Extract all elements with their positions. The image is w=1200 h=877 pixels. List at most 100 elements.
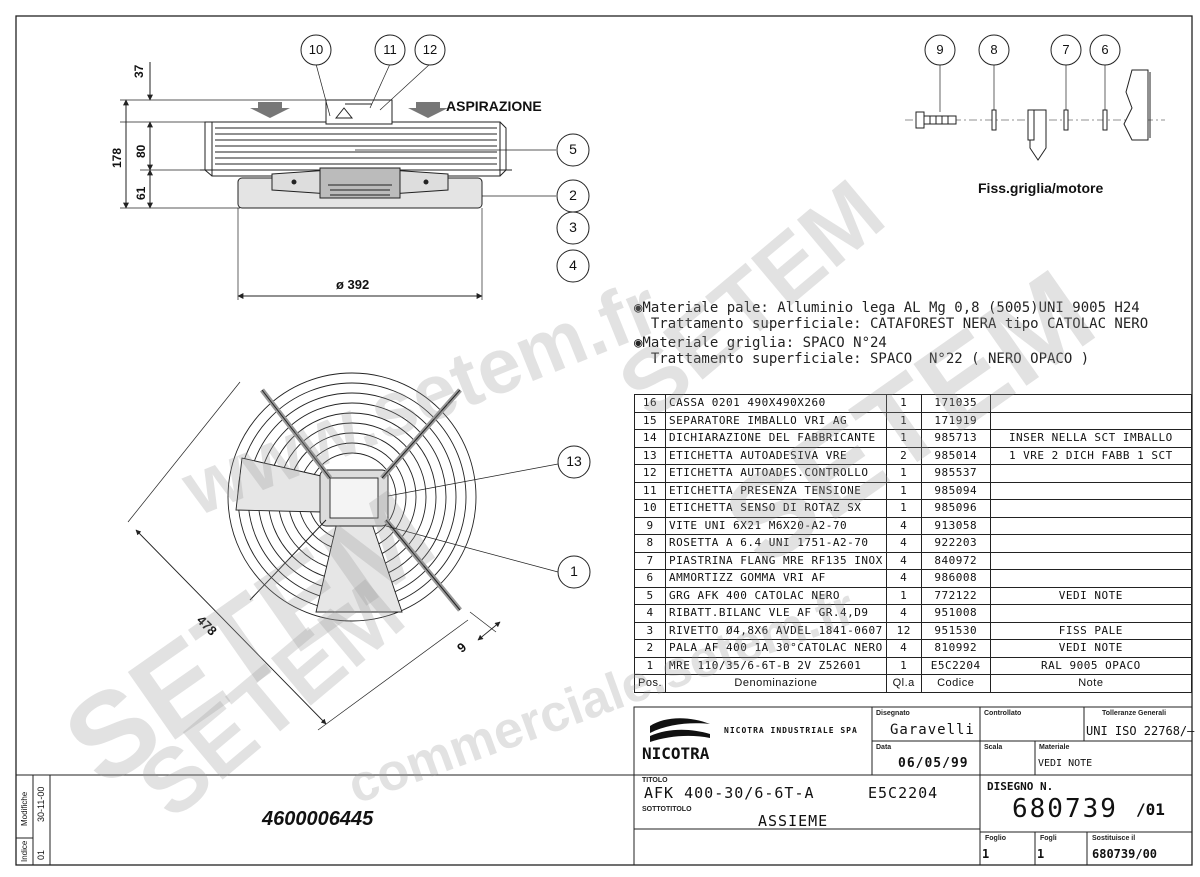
value-codice: E5C2204 bbox=[868, 784, 939, 802]
nicotra-logo bbox=[650, 718, 710, 742]
cell-denominazione: GRG AFK 400 CATOLAC NERO bbox=[665, 586, 887, 605]
cell-pos: 14 bbox=[633, 429, 667, 448]
value-sottotitolo: ASSIEME bbox=[758, 812, 829, 830]
cell-note bbox=[989, 569, 1193, 588]
cell-pos: 5 bbox=[633, 586, 667, 605]
cell-quantita: 1 bbox=[885, 394, 922, 413]
dim-61: 61 bbox=[134, 186, 148, 200]
header-note: Note bbox=[989, 674, 1193, 693]
cell-pos: 10 bbox=[633, 499, 667, 518]
modification-date: 30-11-00 bbox=[36, 786, 46, 822]
dim-37: 37 bbox=[132, 64, 146, 78]
cell-pos: 7 bbox=[633, 551, 667, 570]
label-sottotitolo: SOTTOTITOLO bbox=[642, 806, 692, 813]
cell-quantita: 1 bbox=[885, 411, 922, 430]
cell-quantita: 1 bbox=[885, 586, 922, 605]
label-fogli: Fogli bbox=[1040, 835, 1057, 842]
header-pos: Pos. bbox=[633, 674, 667, 693]
front-view bbox=[127, 372, 559, 731]
label-controllato: Controllato bbox=[984, 710, 1022, 717]
side-view bbox=[120, 62, 556, 300]
cell-pos: 4 bbox=[633, 604, 667, 623]
cell-note bbox=[989, 464, 1193, 483]
cell-note: 1 VRE 2 DICH FABB 1 SCT bbox=[989, 446, 1193, 465]
cell-quantita: 1 bbox=[885, 499, 922, 518]
label-modifiche: Modifiche bbox=[20, 791, 29, 826]
cell-codice: 171035 bbox=[920, 394, 991, 413]
cell-quantita: 2 bbox=[885, 446, 922, 465]
cell-quantita: 1 bbox=[885, 656, 922, 675]
side-view-balloons bbox=[300, 34, 590, 283]
label-titolo: TITOLO bbox=[642, 777, 668, 784]
note-line-3: ◉Materiale griglia: SPACO N°24 bbox=[634, 335, 887, 351]
cell-codice: 985713 bbox=[920, 429, 991, 448]
title-block-frame bbox=[15, 706, 1193, 866]
modification-index: 01 bbox=[36, 849, 46, 860]
value-foglio: 1 bbox=[982, 847, 990, 861]
label-sostituisce: Sostituisce il bbox=[1092, 835, 1136, 842]
cell-quantita: 4 bbox=[885, 551, 922, 570]
cell-note bbox=[989, 551, 1193, 570]
cell-note bbox=[989, 516, 1193, 535]
value-titolo: AFK 400-30/6-6T-A bbox=[644, 784, 815, 802]
balloon-1: 1 bbox=[570, 563, 578, 579]
cell-pos: 6 bbox=[633, 569, 667, 588]
value-data: 06/05/99 bbox=[898, 756, 969, 771]
header-denominazione: Denominazione bbox=[665, 674, 887, 693]
cell-denominazione: PIASTRINA FLANG MRE RF135 INOX bbox=[665, 551, 887, 570]
note-line-4: Trattamento superficiale: SPACO N°22 ( N… bbox=[634, 351, 1090, 367]
cell-pos: 16 bbox=[633, 394, 667, 413]
cell-note bbox=[989, 411, 1193, 430]
balloon-5: 5 bbox=[569, 141, 577, 157]
cell-note bbox=[989, 499, 1193, 518]
label-disegno-n: DISEGNO N. bbox=[987, 780, 1054, 793]
cell-codice: 985014 bbox=[920, 446, 991, 465]
value-disegno-n: 680739 bbox=[1012, 794, 1118, 824]
cell-denominazione: VITE UNI 6X21 M6X20-A2-70 bbox=[665, 516, 887, 535]
cell-denominazione: RIVETTO Ø4,8X6 AVDEL 1841-0607 bbox=[665, 621, 887, 640]
company-name: NICOTRA INDUSTRIALE SPA bbox=[724, 726, 858, 735]
note-line-1: ◉Materiale pale: Alluminio lega AL Mg 0,… bbox=[634, 300, 1140, 316]
label-foglio: Foglio bbox=[985, 835, 1006, 842]
cell-note bbox=[989, 534, 1193, 553]
value-sostituisce: 680739/00 bbox=[1092, 847, 1158, 861]
cell-quantita: 4 bbox=[885, 639, 922, 658]
cell-denominazione: PALA AF 400 1A 30°CATOLAC NERO bbox=[665, 639, 887, 658]
fixing-detail bbox=[905, 65, 1165, 161]
cell-note bbox=[989, 604, 1193, 623]
cell-denominazione: ETICHETTA SENSO DI ROTAZ SX bbox=[665, 499, 887, 518]
balloon-8: 8 bbox=[990, 42, 998, 57]
cell-denominazione: MRE 110/35/6-6T-B 2V Z52601 bbox=[665, 656, 887, 675]
cell-pos: 1 bbox=[633, 656, 667, 675]
balloon-3: 3 bbox=[569, 219, 577, 235]
value-tolleranze: UNI ISO 22768/– bbox=[1086, 724, 1195, 738]
cell-denominazione: ROSETTA A 6.4 UNI 1751-A2-70 bbox=[665, 534, 887, 553]
dim-diameter-392: ø 392 bbox=[336, 277, 370, 292]
cell-note: INSER NELLA SCT IMBALLO bbox=[989, 429, 1193, 448]
label-tolleranze: Tolleranze Generali bbox=[1102, 710, 1167, 717]
cell-codice: 840972 bbox=[920, 551, 991, 570]
cell-pos: 15 bbox=[633, 411, 667, 430]
balloon-10: 10 bbox=[308, 42, 324, 57]
balloon-9: 9 bbox=[936, 42, 944, 57]
cell-pos: 11 bbox=[633, 481, 667, 500]
cell-note: RAL 9005 OPACO bbox=[989, 656, 1193, 675]
cell-quantita: 4 bbox=[885, 534, 922, 553]
cell-pos: 12 bbox=[633, 464, 667, 483]
value-disegnato: Garavelli bbox=[890, 722, 975, 738]
cell-quantita: 1 bbox=[885, 481, 922, 500]
cell-codice: 913058 bbox=[920, 516, 991, 535]
